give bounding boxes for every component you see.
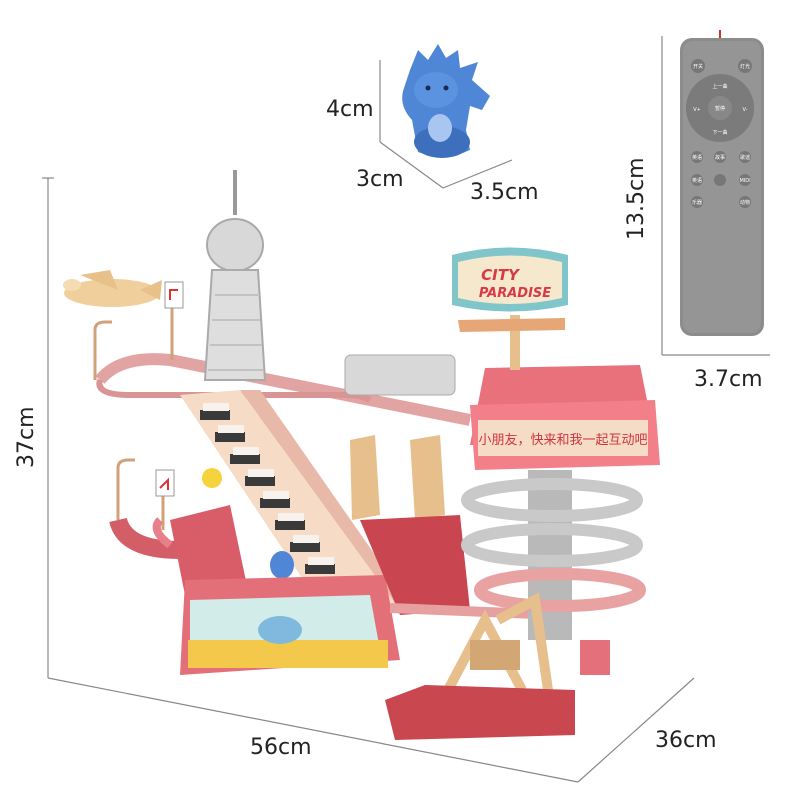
remote-volup-label: V+ — [693, 107, 701, 113]
city-paradise-sign: CITY PARADISE — [452, 247, 568, 370]
figure-depth-label: 3.5cm — [470, 180, 539, 205]
remote-down-label: 下一曲 — [712, 129, 727, 136]
figure-height-label: 4cm — [326, 97, 374, 122]
sign-line2: PARADISE — [479, 286, 551, 301]
total-depth-label: 36cm — [655, 728, 717, 753]
remote-control: 开关 灯光 上一曲 V+ 暂停 V- 下一曲 英语 故事 歌谣 英语 MIDI … — [680, 30, 764, 336]
remote-voldown-label: V- — [743, 107, 748, 113]
interactive-banner: 小朋友，快来和我一起互动吧 — [478, 432, 647, 448]
total-width-label: 56cm — [250, 735, 312, 760]
dinosaur-figure — [402, 44, 490, 158]
remote-height-label: 13.5cm — [624, 157, 649, 240]
total-height-label: 37cm — [14, 406, 39, 468]
swing-frame — [443, 592, 553, 693]
base-left — [170, 505, 400, 675]
street-lamp-lower — [116, 458, 135, 520]
dimension-lines — [47, 36, 770, 783]
sign-line1: CITY — [481, 266, 521, 284]
remote-pause-label: 暂停 — [715, 105, 725, 112]
remote-b1-label: 英语 — [692, 154, 702, 161]
remote-b4-label: 英语 — [692, 177, 702, 184]
street-lamp-upper — [93, 320, 112, 380]
track-set: 小朋友，快来和我一起互动吧 CITY PARADISE — [63, 170, 660, 740]
remote-b7-label: 动物 — [740, 199, 750, 206]
remote-width-label: 3.7cm — [694, 367, 763, 392]
airplane — [63, 270, 162, 307]
remote-power-label: 开关 — [693, 63, 703, 70]
remote-b6-label: 乐器 — [692, 199, 702, 206]
direction-sign-lower — [155, 469, 175, 530]
direction-sign-upper — [164, 281, 184, 360]
center-arches — [344, 354, 470, 615]
spiral-tower: 小朋友，快来和我一起互动吧 — [461, 365, 660, 675]
remote-up-label: 上一曲 — [712, 83, 727, 90]
figure-width-label: 3cm — [356, 167, 404, 192]
remote-light-label: 灯光 — [740, 63, 750, 70]
remote-b5-label: MIDI — [739, 178, 750, 184]
remote-b3-label: 歌谣 — [740, 154, 750, 161]
bottom-base — [385, 685, 575, 740]
remote-b2-label: 故事 — [715, 154, 725, 161]
